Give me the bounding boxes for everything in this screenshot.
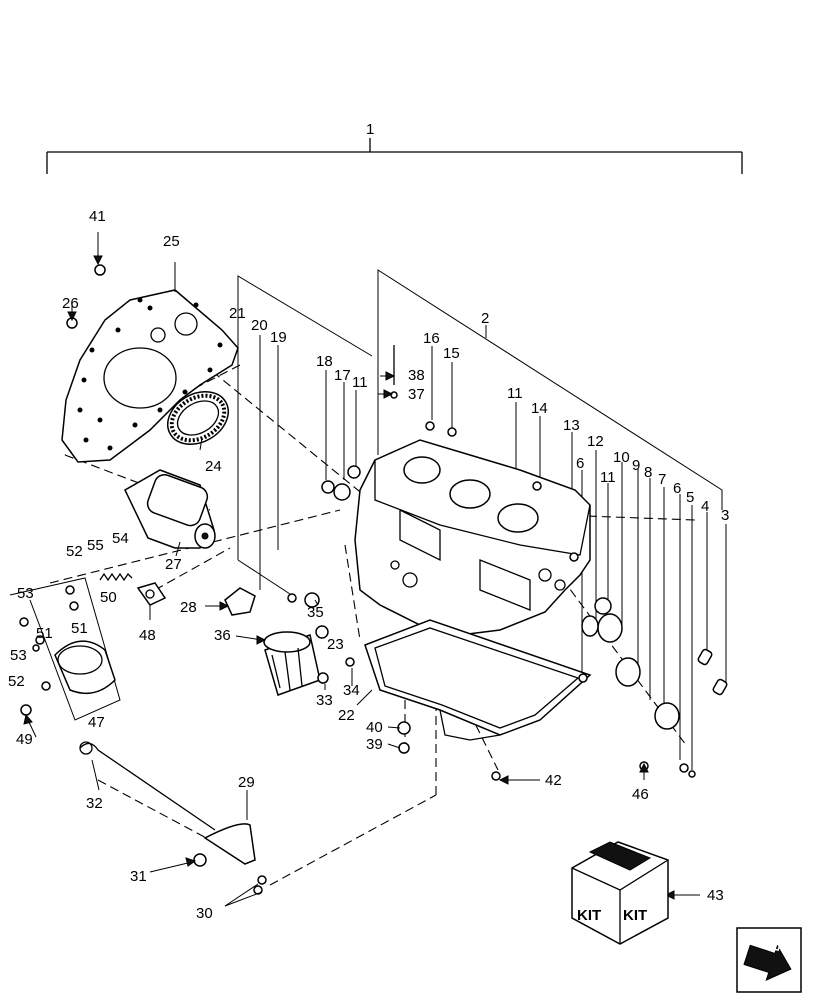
relief-spring [99,572,133,582]
bolt-hole [207,367,213,373]
callout-34: 34 [343,682,360,699]
callout-36: 36 [214,627,231,644]
callout-31: 31 [130,868,147,885]
flywheel-housing-plate [61,289,239,463]
callout-51: 51 [71,620,88,637]
dipstick [79,741,256,865]
callout-33: 33 [316,692,333,709]
rear-oil-seal [167,391,229,445]
callout-12: 12 [587,433,604,450]
kit-label-right: KIT [623,907,647,924]
bolt-hole [182,389,188,395]
callout-20: 20 [251,317,268,334]
assembly-bracket [46,138,743,174]
callout-53: 53 [10,647,27,664]
callout-11: 11 [507,385,523,402]
cam-bushings [581,597,728,730]
callout-6: 6 [576,455,584,472]
bolt-hole [147,305,153,311]
callout-11: 11 [600,469,616,486]
mounting-bracket [136,582,167,606]
bolt-hole [89,347,95,353]
oil-filter [263,631,321,696]
callout-55: 55 [87,537,104,554]
kit-label-left: KIT [577,907,601,924]
callout-53: 53 [17,585,34,602]
callout-8: 8 [644,464,652,481]
callout-52: 52 [66,543,83,560]
callout-47: 47 [88,714,105,731]
callout-48: 48 [139,627,156,644]
engine-block [354,439,591,636]
callout-43: 43 [707,887,724,904]
callout-51: 51 [36,625,53,642]
callout-39: 39 [366,736,383,753]
callout-24: 24 [205,458,222,475]
callout-7: 7 [658,471,666,488]
block-group-bracket [377,269,723,510]
callout-49: 49 [16,731,33,748]
bolt-hole [137,297,143,303]
seal-group-bracket [237,275,373,595]
bolt-hole [107,445,113,451]
bolt-hole [217,342,223,348]
bolt-hole [83,437,89,443]
callout-3: 3 [721,507,729,524]
callout-32: 32 [86,795,103,812]
callout-13: 13 [563,417,580,434]
callout-28: 28 [180,599,197,616]
callout-10: 10 [613,449,630,466]
callout-52: 52 [8,673,25,690]
callout-labels: 1 2 3 4 5 6 7 8 9 10 11 12 13 6 14 11 15… [8,121,729,922]
callout-4: 4 [701,498,709,515]
callout-5: 5 [686,489,694,506]
callout-23: 23 [327,636,344,653]
callout-19: 19 [270,329,287,346]
callout-27: 27 [165,556,182,573]
callout-16: 16 [423,330,440,347]
callout-6: 6 [673,480,681,497]
callout-50: 50 [100,589,117,606]
bolt-hole [132,422,138,428]
kit-box-icon: KIT KIT [571,841,669,945]
oil-pump-assembly [9,577,121,721]
callout-22: 22 [338,707,355,724]
starter-motor [124,469,216,549]
bolt-hole [193,302,199,308]
callout-29: 29 [238,774,255,791]
leader-lines-right [259,335,727,770]
callout-18: 18 [316,353,333,370]
oil-pressure-sensor [224,587,256,616]
callout-21: 21 [229,305,246,322]
callout-38: 38 [408,367,425,384]
callout-35: 35 [307,604,324,621]
callout-2: 2 [481,310,489,327]
oil-pan [364,619,592,741]
bolt-hole [157,407,163,413]
callout-1: 1 [366,121,374,138]
next-page-arrow-icon[interactable] [736,927,802,993]
callout-40: 40 [366,719,383,736]
callout-41: 41 [89,208,106,225]
callout-37: 37 [408,386,425,403]
small-fasteners [19,264,696,895]
callout-26: 26 [62,295,79,312]
bolt-hole [97,417,103,423]
callout-9: 9 [632,457,640,474]
callout-15: 15 [443,345,460,362]
callout-46: 46 [632,786,649,803]
callout-30: 30 [196,905,213,922]
callout-14: 14 [531,400,548,417]
callout-42: 42 [545,772,562,789]
callout-25: 25 [163,233,180,250]
bolt-hole [77,407,83,413]
bolt-hole [115,327,121,333]
callout-11: 11 [352,374,368,391]
callout-54: 54 [112,530,129,547]
callout-17: 17 [334,367,351,384]
bolt-hole [81,377,87,383]
arrows [23,232,700,907]
